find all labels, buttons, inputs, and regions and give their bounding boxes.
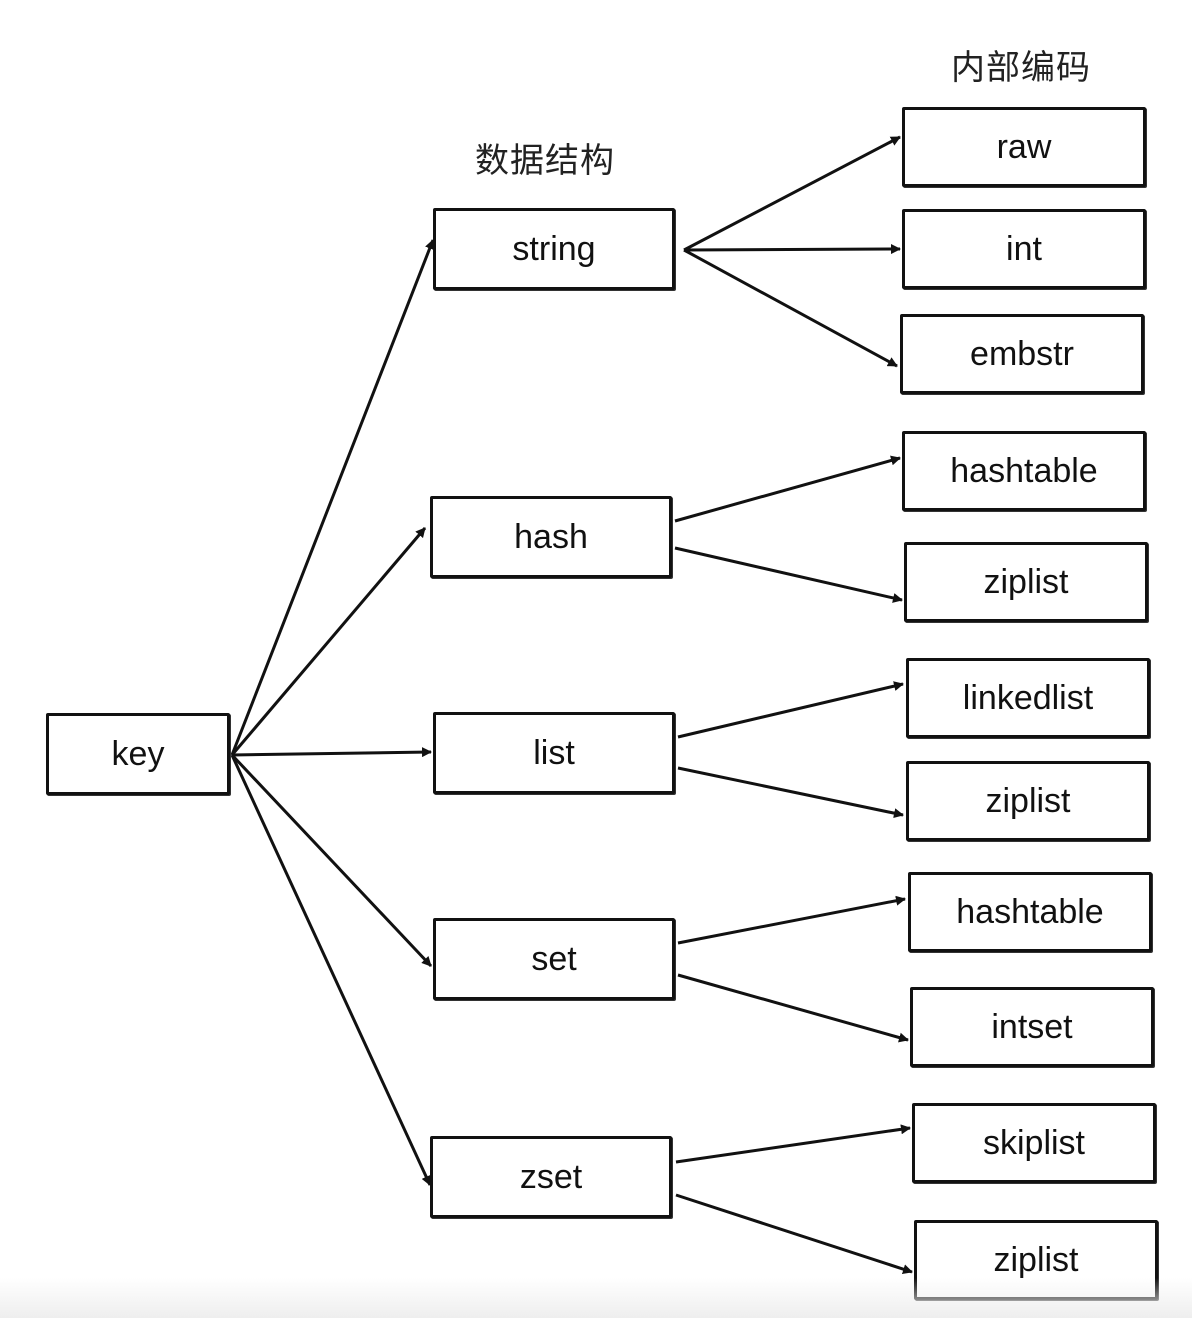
node-structure-hash: hash: [430, 496, 672, 578]
edge-key-hash-arrow: [230, 527, 427, 756]
edge-key-zset-arrow: [230, 754, 432, 1186]
edge-set-hashtable-arrow: [677, 895, 906, 945]
node-encoding-set-hashtable: hashtable: [908, 872, 1152, 952]
edge-key-set-arrow: [230, 753, 433, 968]
node-encoding-hash-ziplist: ziplist: [904, 542, 1148, 622]
edge-hash-ziplist-arrow: [674, 546, 903, 603]
edge-string-int-arrow: [683, 244, 901, 255]
edge-zset-ziplist-arrow: [675, 1193, 913, 1274]
edge-set-intset-arrow: [677, 973, 909, 1043]
edge-hash-hashtable-arrow: [674, 455, 901, 523]
node-encoding-raw: raw: [902, 107, 1146, 187]
node-key: key: [46, 713, 230, 795]
edge-zset-skiplist-arrow: [675, 1124, 911, 1164]
node-structure-zset: zset: [430, 1136, 672, 1218]
node-encoding-int: int: [902, 209, 1146, 289]
node-encoding-hash-hashtable: hashtable: [902, 431, 1146, 511]
heading-internal-encodings: 内部编码: [951, 48, 1091, 88]
edge-string-raw-arrow: [683, 135, 901, 252]
node-encoding-skiplist: skiplist: [912, 1103, 1156, 1183]
node-encoding-linkedlist: linkedlist: [906, 658, 1150, 738]
node-structure-set: set: [433, 918, 675, 1000]
node-encoding-embstr: embstr: [900, 314, 1144, 394]
node-encoding-intset: intset: [910, 987, 1154, 1067]
edge-list-linkedlist-arrow: [677, 681, 904, 739]
edge-key-string-arrow: [230, 239, 435, 756]
node-encoding-list-ziplist: ziplist: [906, 761, 1150, 841]
edge-key-list-arrow: [231, 747, 432, 758]
bottom-fade: [0, 1278, 1192, 1318]
heading-data-structures: 数据结构: [475, 141, 615, 181]
edge-string-embstr-arrow: [683, 248, 898, 368]
node-structure-string: string: [433, 208, 675, 290]
edge-list-ziplist-arrow: [677, 766, 904, 819]
node-structure-list: list: [433, 712, 675, 794]
